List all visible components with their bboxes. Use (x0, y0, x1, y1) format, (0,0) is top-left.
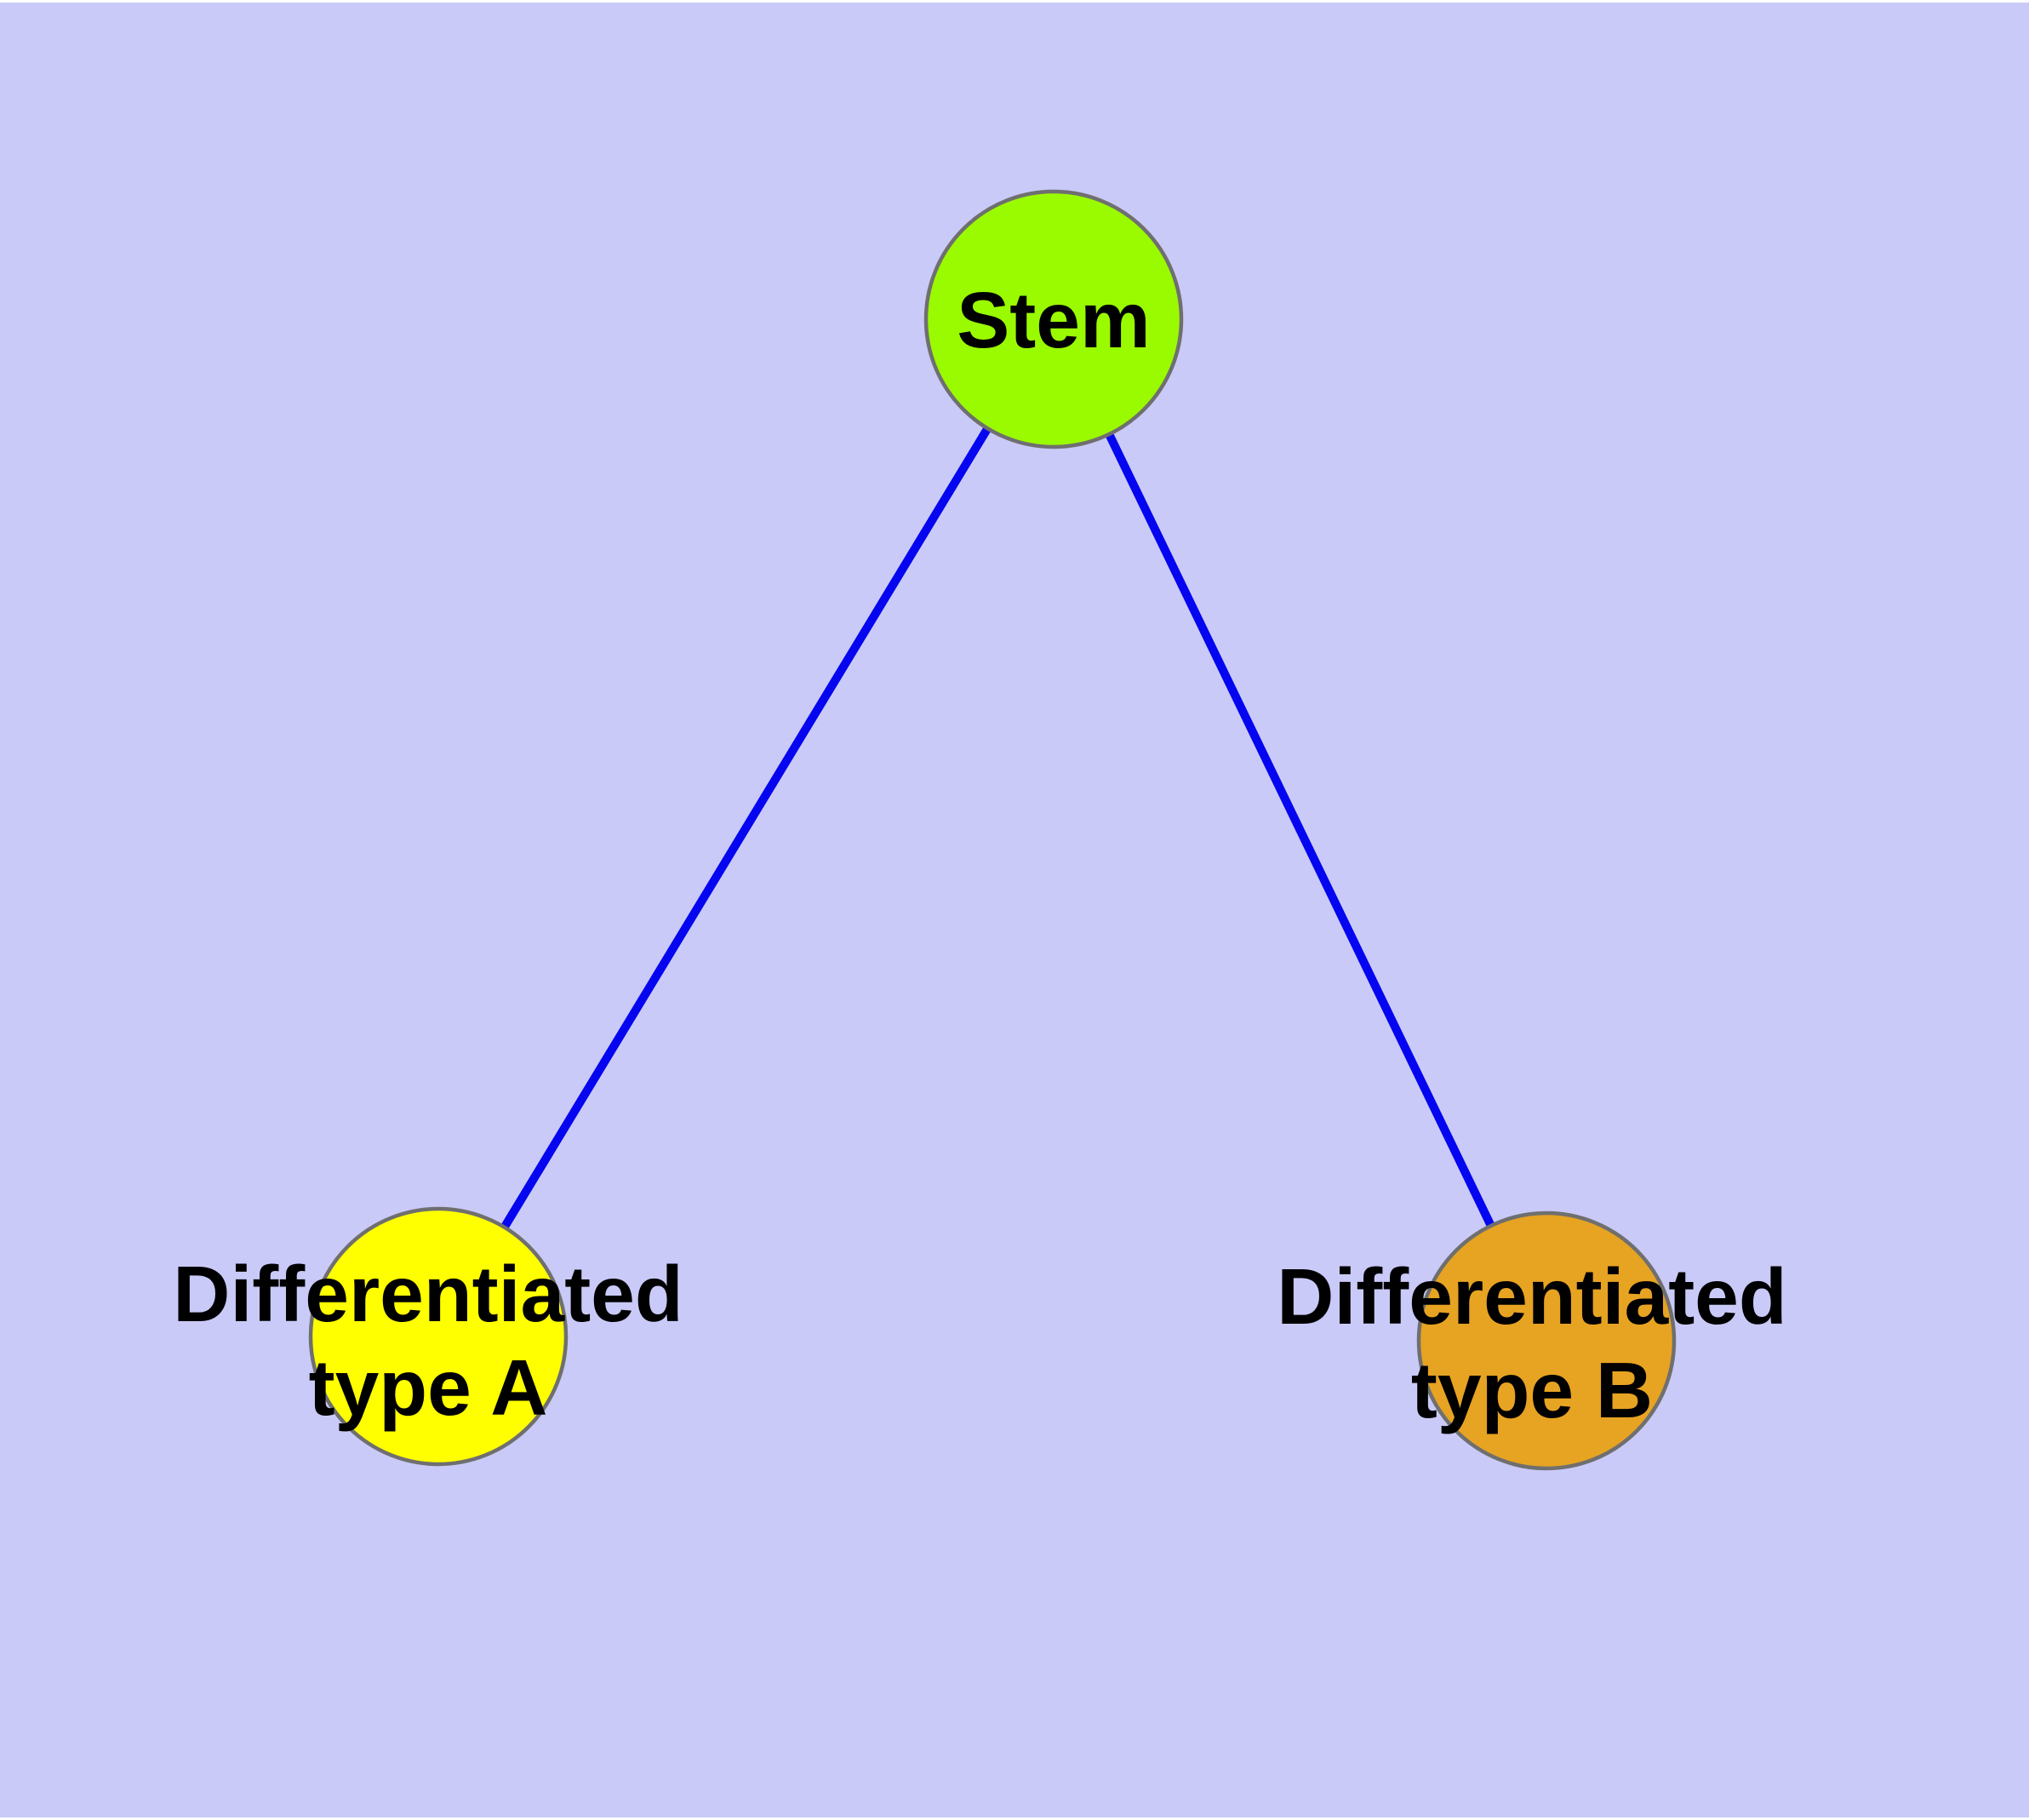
edge-stem-to-differentiated-type-b (1049, 317, 1551, 1343)
node-differentiated-type-a-circle (308, 1206, 569, 1467)
node-stem-label: Stem (957, 276, 1150, 364)
node-differentiated-type-a-label-line1: Differentiated (173, 1250, 683, 1338)
node-stem-circle (923, 189, 1184, 449)
edge-stem-to-differentiated-type-a (434, 317, 1058, 1339)
node-differentiated-type-b-label-line1: Differentiated (1277, 1252, 1786, 1341)
node-differentiated-type-b-circle (1416, 1210, 1677, 1471)
node-differentiated-type-a-label-line2: type A (309, 1343, 548, 1432)
node-differentiated-type-b-label-line2: type B (1411, 1346, 1653, 1434)
